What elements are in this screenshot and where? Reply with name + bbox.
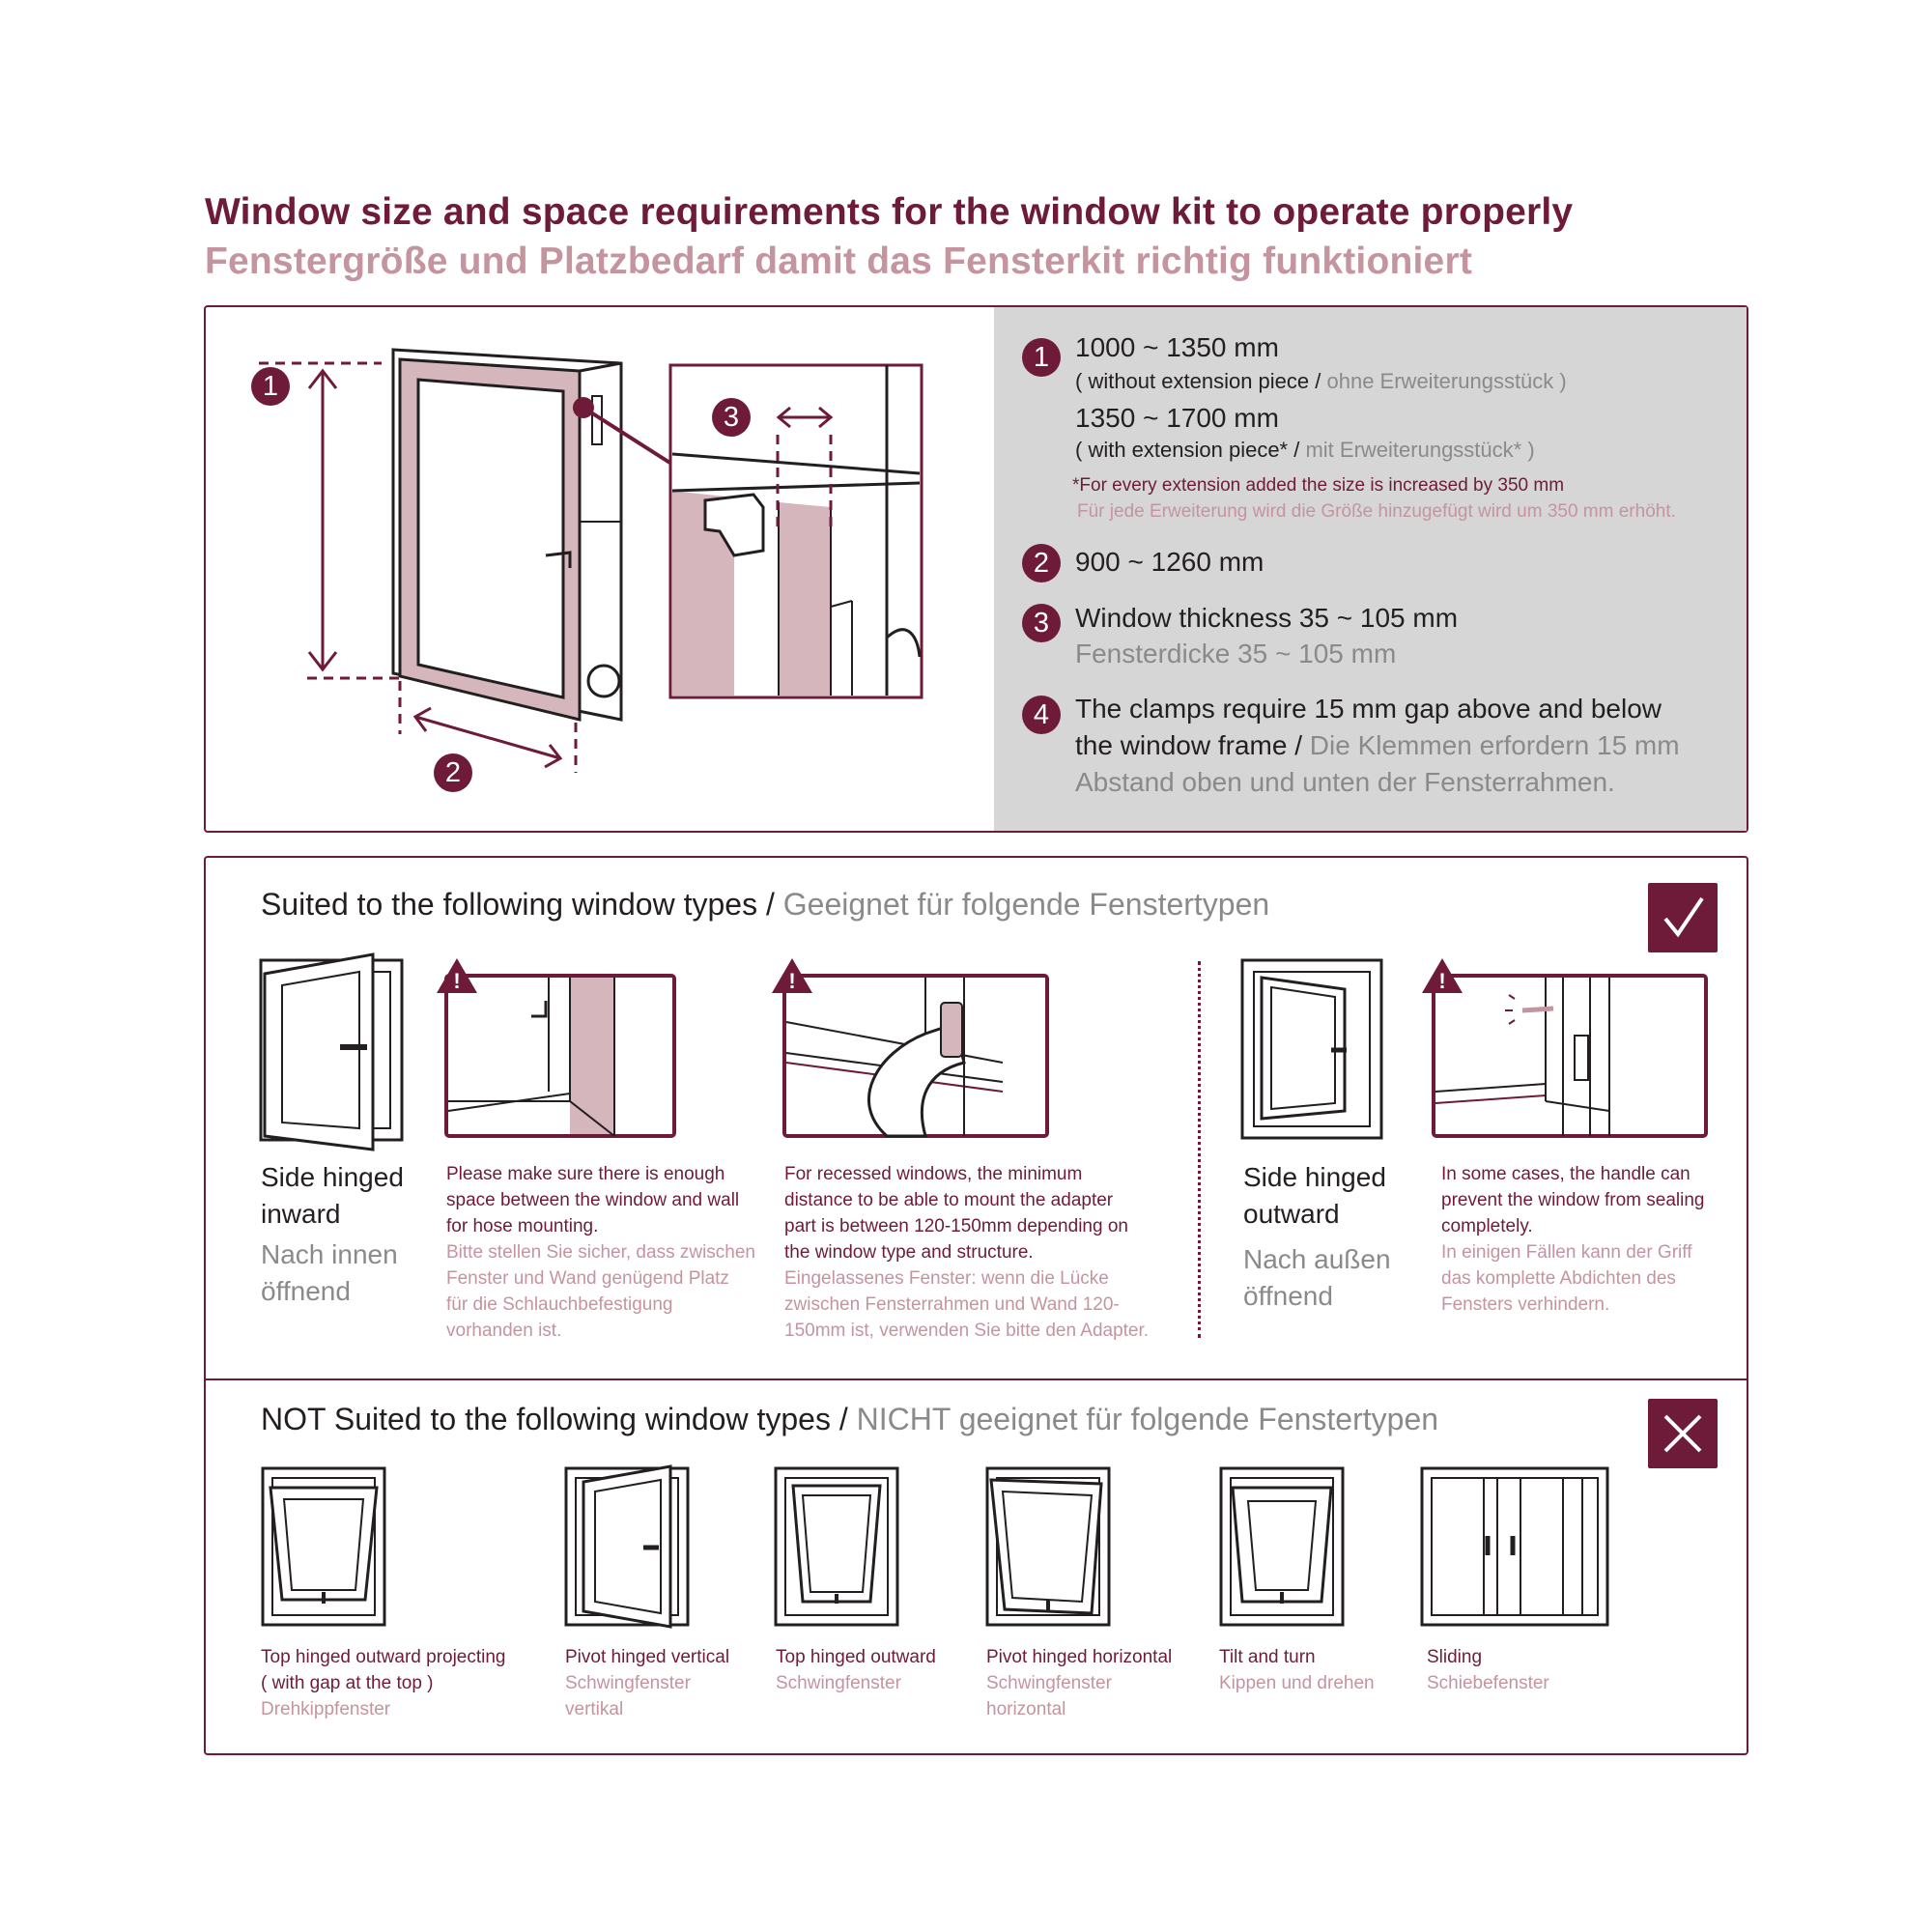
spec-4-line3: Abstand oben und unten der Fensterrahmen… [1075, 767, 1615, 797]
tip2-de: Eingelassenes Fenster: wenn die Lücke zw… [784, 1268, 1150, 1341]
not-suited-item-1: Top hinged outward projecting ( with gap… [261, 1647, 506, 1719]
not-suited-item-6: Sliding Schiebefenster [1427, 1647, 1549, 1693]
suited-dotted-divider [1198, 961, 1201, 1338]
dimension-badge-3: 3 [712, 398, 751, 437]
spec-1-range-b: 1350 ~ 1700 mm [1075, 403, 1279, 433]
spec-badge-2: 2 [1022, 544, 1061, 582]
spec-3-en: Window thickness 35 ~ 105 mm [1075, 603, 1459, 633]
dimension-badge-1: 1 [251, 367, 290, 406]
tip3-en: In some cases, the handle can prevent th… [1441, 1164, 1705, 1236]
tip3-de: In einigen Fällen kann der Griff das kom… [1441, 1242, 1692, 1315]
cross-icon [1648, 1399, 1718, 1468]
pivot-horizontal-icon [985, 1466, 1111, 1627]
not-suited-item-5: Tilt and turn Kippen und drehen [1219, 1647, 1375, 1693]
spec-1-footnote-de: Für jede Erweiterung wird die Größe hinz… [1077, 501, 1676, 522]
spec-3-de: Fensterdicke 35 ~ 105 mm [1075, 639, 1397, 668]
check-icon [1648, 883, 1718, 952]
spec-2-range: 900 ~ 1260 mm [1075, 547, 1264, 577]
top-hinged-outward-icon [774, 1466, 899, 1627]
svg-text:!: ! [453, 969, 460, 993]
specs-panel [994, 307, 1747, 831]
side-hinged-outward-icon [1240, 958, 1383, 1140]
spec-badge-4: 4 [1022, 696, 1061, 734]
spec-4-line1: The clamps require 15 mm gap above and b… [1075, 694, 1662, 724]
warning-icon-2: ! [772, 958, 812, 993]
recessed-window-illustration [782, 974, 1049, 1138]
tilt-and-turn-icon [1219, 1466, 1345, 1627]
svg-text:!: ! [1438, 969, 1445, 993]
spec-1-footnote-en: *For every extension added the size is i… [1072, 475, 1565, 496]
not-suited-item-4: Pivot hinged horizontal Schwingfenster h… [986, 1647, 1173, 1719]
spec-1-range-a: 1000 ~ 1350 mm [1075, 332, 1279, 362]
spec-4-line2: the window frame / Die Klemmen erfordern… [1075, 730, 1680, 760]
warning-icon: ! [437, 958, 477, 993]
window-types-box [204, 856, 1748, 1755]
tip1-en: Please make sure there is enough space b… [446, 1164, 740, 1236]
warning-icon-3: ! [1422, 958, 1463, 993]
spec-1-range-b-note: ( with extension piece* / mit Erweiterun… [1075, 438, 1535, 462]
spec-badge-1: 1 [1022, 338, 1061, 377]
requirements-box [204, 305, 1748, 833]
pivot-vertical-icon [564, 1464, 690, 1629]
tip1-de: Bitte stellen Sie sicher, dass zwischen … [446, 1242, 755, 1341]
top-hinged-projecting-icon [261, 1466, 386, 1627]
not-suited-heading: NOT Suited to the following window types… [261, 1402, 1439, 1436]
spec-1-range-a-note: ( without extension piece / ohne Erweite… [1075, 369, 1567, 393]
handle-seal-illustration [1432, 974, 1708, 1138]
spec-badge-3: 3 [1022, 604, 1061, 642]
not-suited-item-2: Pivot hinged vertical Schwingfenster ver… [565, 1647, 730, 1719]
not-suited-item-3: Top hinged outward Schwingfenster [776, 1647, 936, 1693]
sliding-window-icon [1420, 1466, 1609, 1627]
dimension-badge-2: 2 [434, 753, 472, 792]
page-subtitle: Fenstergröße und Platzbedarf damit das F… [205, 241, 1473, 282]
suited-heading: Suited to the following window types / G… [261, 887, 1270, 922]
tip2-en: For recessed windows, the minimum distan… [784, 1164, 1128, 1263]
wall-space-illustration [444, 974, 676, 1138]
svg-text:!: ! [788, 969, 795, 993]
page-title: Window size and space requirements for t… [205, 191, 1574, 233]
side-hinged-inward-icon [259, 952, 404, 1151]
section-divider [206, 1378, 1747, 1380]
